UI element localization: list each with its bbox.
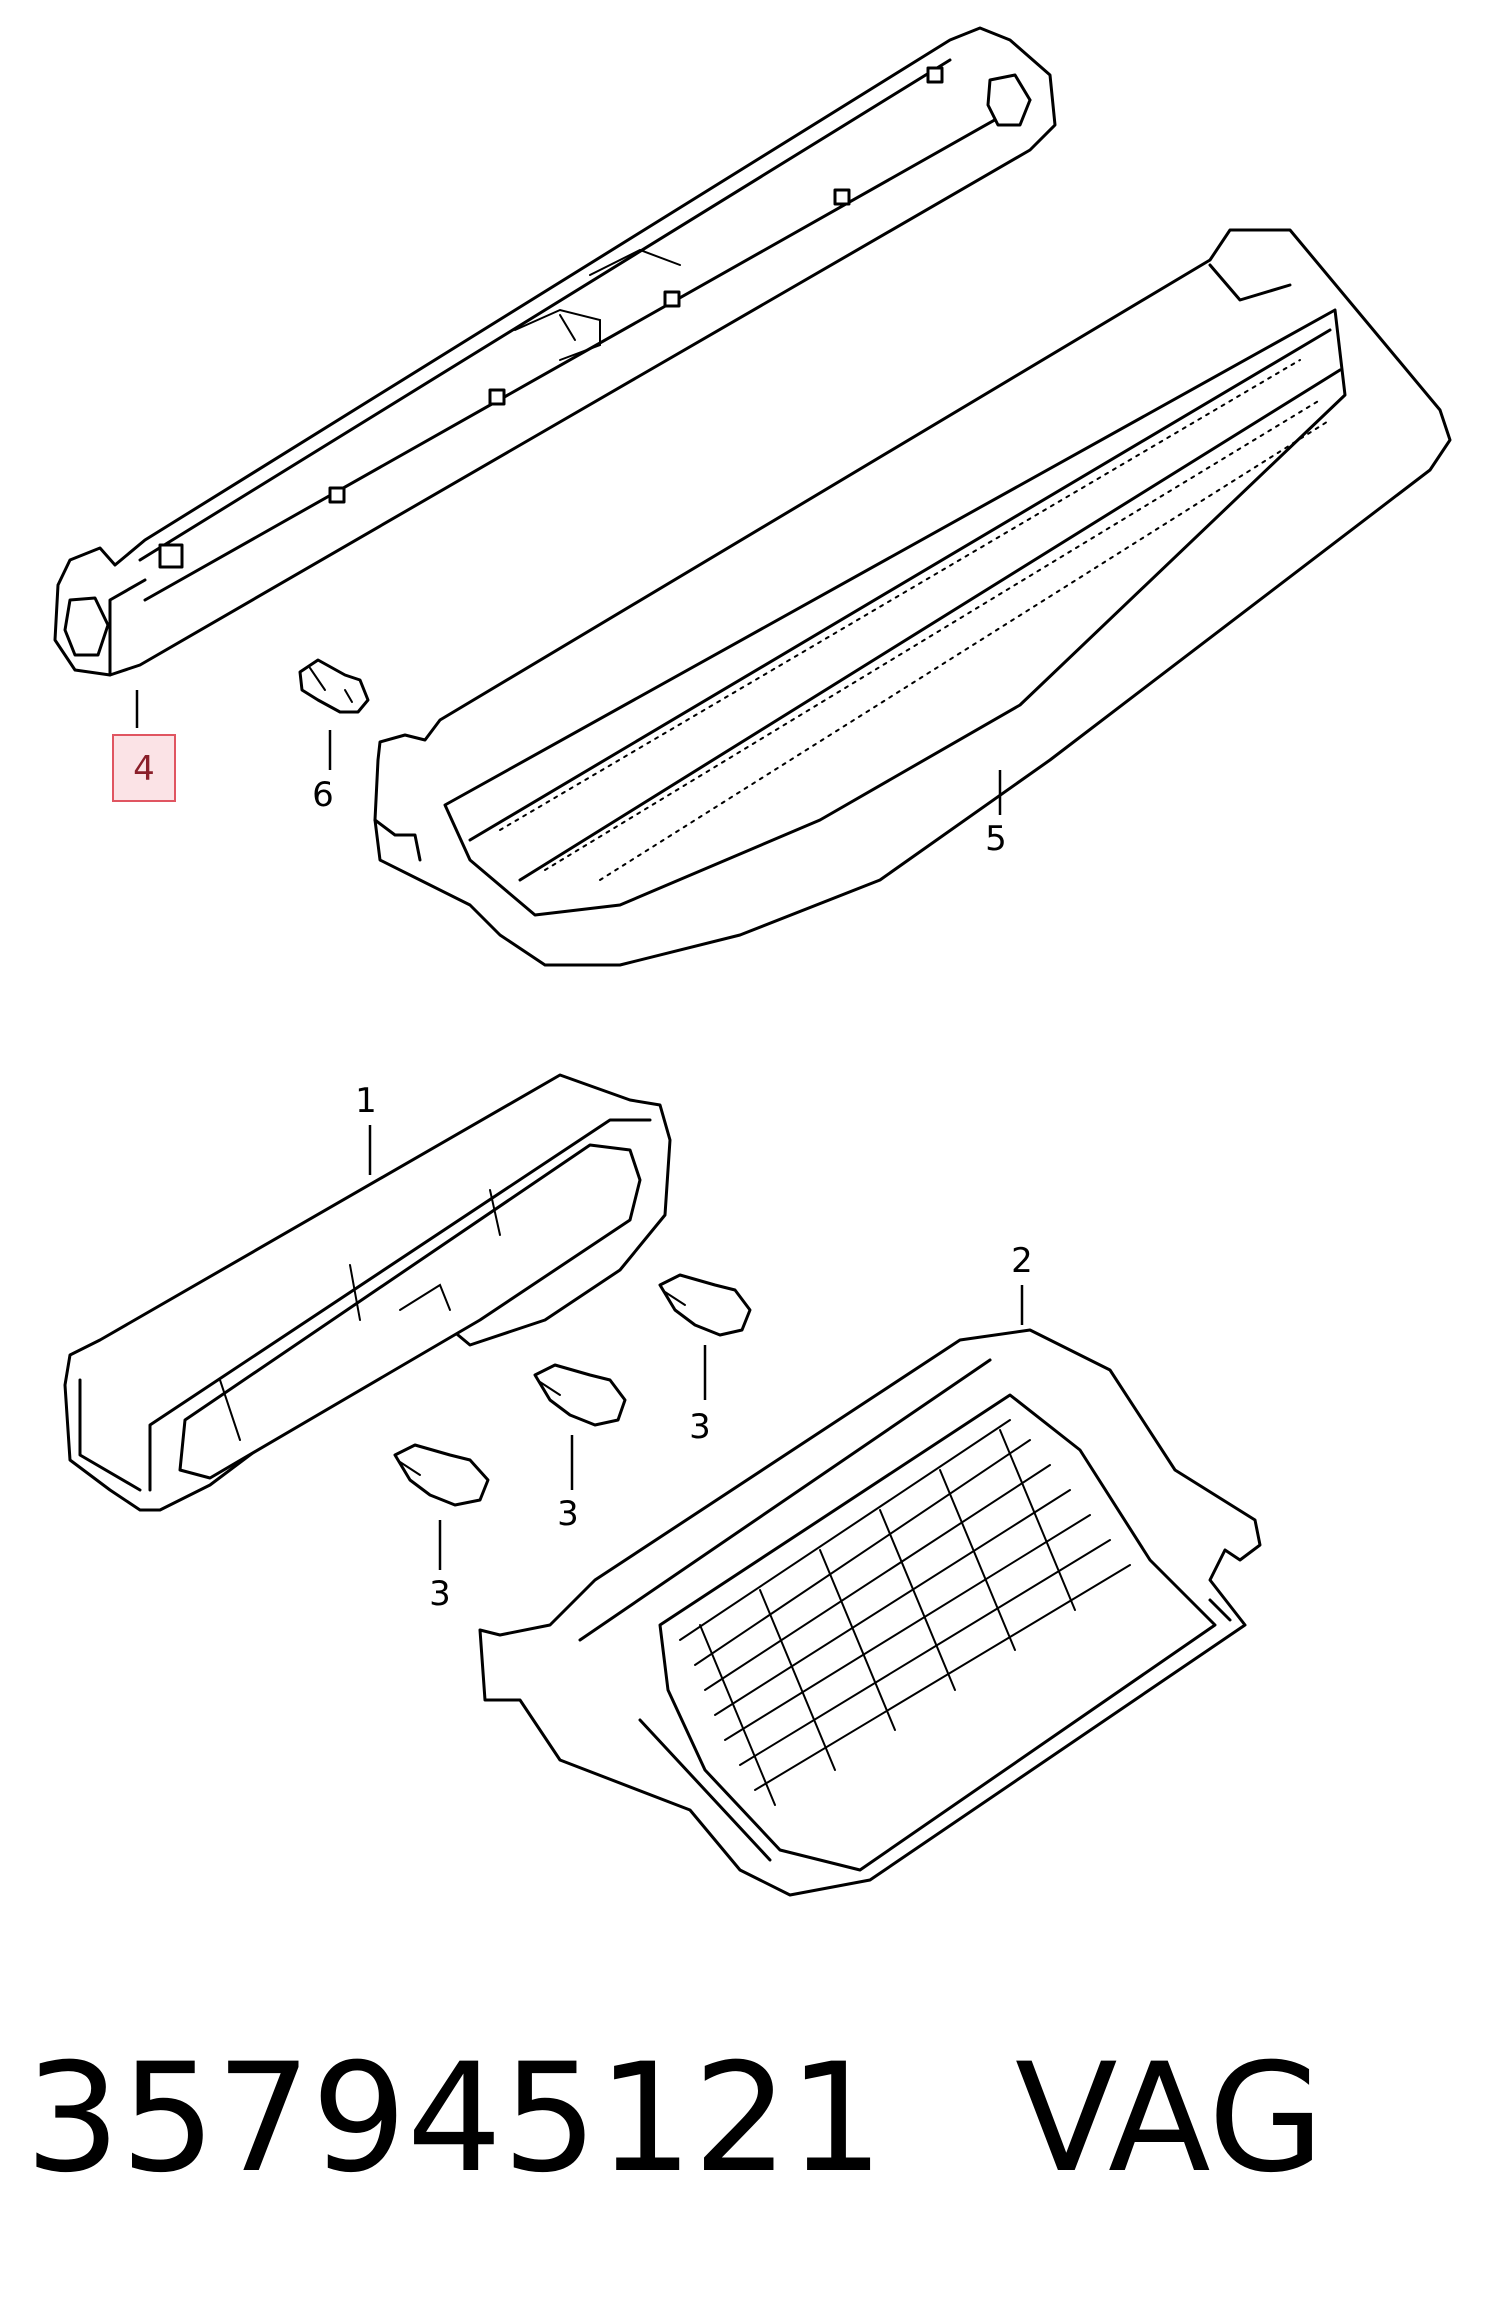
part-1-lamp-housing xyxy=(63,1073,672,1512)
callout-6: 6 xyxy=(312,775,334,815)
part-number: 357945121 xyxy=(25,2032,884,2206)
callout-3-c: 3 xyxy=(429,1574,451,1614)
part-3-bulb-a xyxy=(393,1443,490,1507)
callout-3-b: 3 xyxy=(557,1494,579,1534)
part-6-bulb xyxy=(298,658,370,714)
part-2-reflector xyxy=(478,1328,1262,1897)
leader-lines xyxy=(135,690,1024,1570)
brand-label: VAG xyxy=(1015,2032,1324,2206)
callout-4: 4 xyxy=(133,749,155,789)
callout-3-a: 3 xyxy=(689,1407,711,1447)
callout-5: 5 xyxy=(985,819,1007,859)
led-grid xyxy=(679,1419,1131,1806)
callout-2: 2 xyxy=(1011,1241,1033,1281)
footer: 357945121 VAG xyxy=(25,2032,1324,2206)
callout-1: 1 xyxy=(355,1081,377,1121)
part-3-bulb-b xyxy=(533,1363,627,1427)
part-3-bulb-c xyxy=(658,1273,752,1337)
part-5-lens xyxy=(373,228,1452,967)
part-4-housing-rail xyxy=(53,26,1057,677)
callouts: 4 6 5 1 2 3 3 3 xyxy=(112,734,1033,1614)
callout-4-highlight xyxy=(112,734,176,802)
